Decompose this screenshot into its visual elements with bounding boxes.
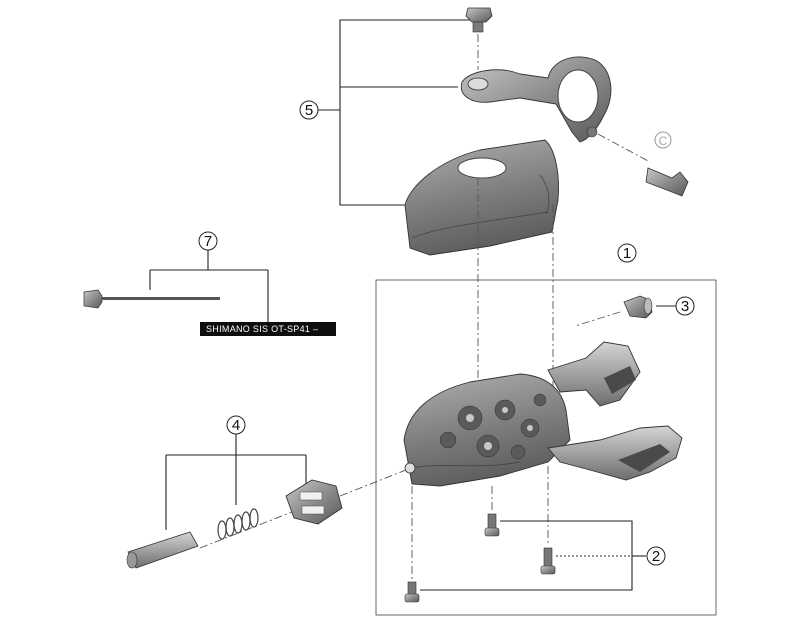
axis-line-e [574,311,621,327]
spring [217,508,259,540]
callout-1-label: 1 [623,245,631,262]
cable-adjuster [623,295,653,319]
callout-1: 1 [617,243,637,263]
screw-a [484,513,500,537]
callout-5: 5 [299,100,319,120]
callout-4-label: 4 [232,417,240,434]
top-cover [404,139,559,256]
axis-line-c [597,133,651,163]
plunger [126,531,199,569]
callout-3-label: 3 [681,298,689,315]
screw-b [540,547,556,575]
callout-c: C [654,131,672,149]
outer-casing: SHIMANO SIS OT-SP41 – [200,322,336,336]
clamp-bolt [465,7,493,33]
callout-7-label: 7 [204,233,212,250]
side-bolt [645,167,689,197]
bracket-4 [165,434,307,530]
shifter-body [403,373,571,487]
bracket-7 [149,250,269,325]
callout-2: 2 [646,546,666,566]
callout-7: 7 [198,231,218,251]
callout-5-label: 5 [305,102,313,119]
axis-line-f [339,469,407,497]
bracket-2 [420,520,646,591]
body-pivot [404,462,416,474]
assembly-frame [375,279,717,616]
cable-print: SHIMANO SIS OT-SP41 – [206,324,318,334]
bracket-5 [318,19,470,206]
cable-housing-stop [285,479,343,525]
callout-c-label: C [659,134,668,148]
release-lever [547,341,641,407]
screw-c [404,581,420,603]
callout-2-label: 2 [652,548,660,565]
main-lever [547,425,683,481]
inner-cable [83,289,220,309]
handlebar-clamp [460,56,612,143]
callout-3: 3 [675,296,695,316]
callout-4: 4 [226,415,246,435]
